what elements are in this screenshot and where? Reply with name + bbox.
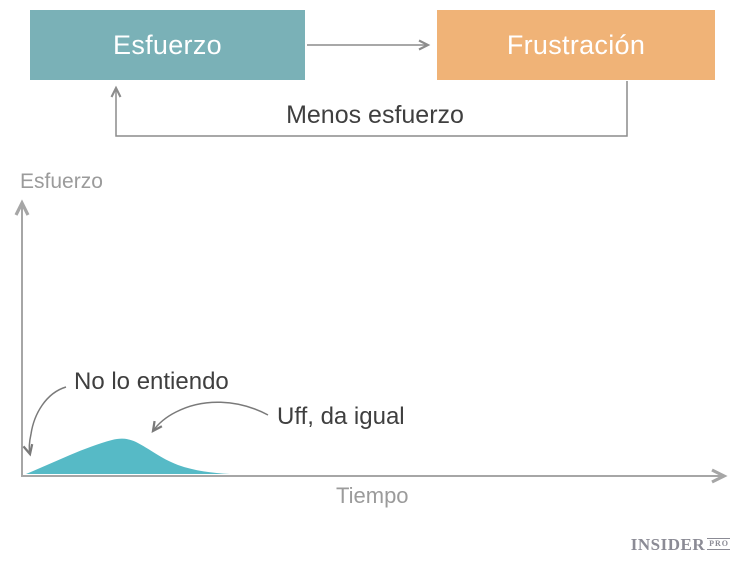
- logo-pro-badge: PRO: [707, 538, 730, 550]
- annotation-arrow-uff-da-igual: [151, 401, 269, 434]
- frustration-node-label: Frustración: [506, 29, 646, 60]
- x-axis-label: Tiempo: [336, 483, 409, 508]
- frustration-node-box: Frustración: [437, 10, 715, 80]
- annotation-arrow-no-lo-entiendo: [22, 386, 67, 457]
- loop-edge-label: Menos esfuerzo: [286, 101, 464, 129]
- annotation-uff-da-igual: Uff, da igual: [277, 403, 405, 430]
- effort-node-label: Esfuerzo: [113, 29, 222, 60]
- effort-node-box: Esfuerzo: [30, 10, 305, 80]
- insiderpro-logo: INSIDER PRO: [631, 536, 730, 553]
- annotation-no-lo-entiendo: No lo entiendo: [74, 368, 229, 395]
- y-axis-label: Esfuerzo: [20, 170, 103, 193]
- effort-curve-area: [26, 438, 230, 474]
- logo-insider-text: INSIDER: [630, 535, 706, 554]
